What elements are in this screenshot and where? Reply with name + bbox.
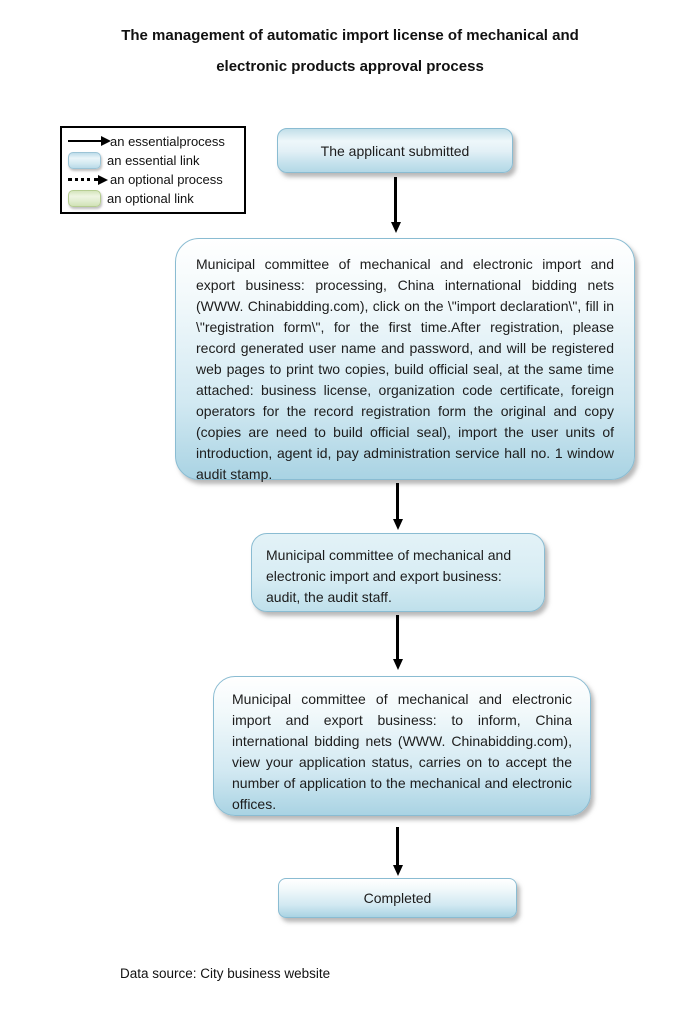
optional-link-swatch (68, 189, 101, 207)
legend-row-optional-link: an optional link (68, 189, 238, 207)
flow-step-audit: Municipal committee of mechanical and el… (251, 533, 545, 612)
legend-row-essential-link: an essential link (68, 151, 238, 169)
legend-label: an essential link (107, 152, 200, 168)
page-title: The management of automatic import licen… (0, 28, 700, 75)
flow-step-processing: Municipal committee of mechanical and el… (175, 238, 635, 482)
legend-row-optional-process: an optional process (68, 172, 238, 187)
flow-step-applicant-submitted: The applicant submitted (277, 128, 513, 173)
legend: an essentialprocess an essential link an… (60, 126, 246, 214)
page-title-line-2: electronic products approval process (216, 58, 484, 75)
flow-arrow-down-4 (396, 827, 399, 866)
flow-step-label: The applicant submitted (320, 142, 470, 159)
flow-step-inform: Municipal committee of mechanical and el… (213, 676, 591, 816)
legend-row-essential-process: an essentialprocess (68, 134, 238, 149)
legend-label: an essentialprocess (110, 133, 225, 149)
solid-arrow-icon (68, 136, 111, 146)
dotted-arrow-icon (68, 174, 108, 185)
flow-arrow-down-3 (396, 615, 399, 660)
flow-arrow-down-2 (396, 483, 399, 520)
flow-step-label: Completed (363, 890, 432, 906)
flow-arrow-down-1 (394, 177, 397, 223)
legend-label: an optional link (107, 190, 194, 206)
legend-label: an optional process (110, 171, 223, 187)
page-title-line-1: The management of automatic import licen… (121, 27, 579, 44)
flow-step-completed: Completed (278, 878, 517, 918)
data-source-note: Data source: City business website (120, 966, 331, 981)
essential-link-swatch (68, 151, 101, 169)
